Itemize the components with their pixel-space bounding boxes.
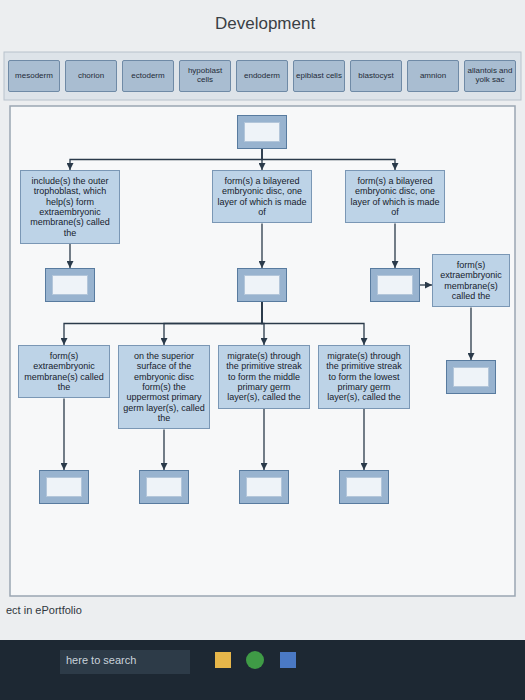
flow-arrow [262,149,395,170]
word-bank-chip: chorion [65,60,117,92]
word-bank-chip: hypoblast cells [179,60,231,92]
flow-arrow [163,429,164,470]
answer-drop-box [139,470,189,504]
answer-drop-box [370,268,420,302]
concept-text: form(s) extraembryonic membrane(s) calle… [23,351,105,392]
term-label: endoderm [244,72,280,81]
concept-box: on the superior surface of the embryonic… [118,345,210,429]
answer-drop-box [237,268,287,302]
word-bank-chip: epiblast cells [293,60,345,92]
flow-arrow [394,223,395,268]
screen-area [0,0,525,640]
concept-text: on the superior surface of the embryonic… [123,351,205,423]
flow-arrow [420,284,432,285]
answer-drop-box [237,115,287,149]
word-bank-panel [4,52,521,100]
flow-arrow [470,307,471,360]
flow-arrow [363,409,364,470]
flow-arrow [262,302,364,345]
concept-box: form(s) a bilayered embryonic disc, one … [345,170,445,223]
concept-text: form(s) extraembryonic membrane(s) calle… [437,260,505,301]
word-bank-chip: endoderm [236,60,288,92]
screen-text: here to search [66,654,136,666]
taskbar-icon [246,651,264,669]
word-bank-chip: blastocyst [350,60,402,92]
page-title: Development [215,14,315,34]
word-bank-chip: amnion [407,60,459,92]
taskbar [0,640,525,700]
concept-box: form(s) extraembryonic membrane(s) calle… [18,345,110,398]
term-label: allantois and yolk sac [467,67,513,85]
taskbar-icon [280,652,296,668]
flow-arrow [164,302,262,345]
word-bank-chip: allantois and yolk sac [464,60,516,92]
search-field [60,650,190,674]
term-label: blastocyst [358,72,394,81]
answer-drop-box [446,360,496,394]
concept-text: include(s) the outer trophoblast, which … [25,176,115,238]
taskbar-icon [215,652,231,668]
term-label: chorion [78,72,104,81]
word-bank-chip: mesoderm [8,60,60,92]
concept-box: include(s) the outer trophoblast, which … [20,170,120,244]
concept-text: migrate(s) through the primitive streak … [323,351,405,403]
word-bank-chip: ectoderm [122,60,174,92]
answer-drop-box [39,470,89,504]
term-label: mesoderm [15,72,53,81]
concept-box: migrate(s) through the primitive streak … [318,345,410,409]
answer-drop-box [45,268,95,302]
concept-text: migrate(s) through the primitive streak … [223,351,305,403]
screen-text: ect in ePortfolio [6,604,82,616]
term-label: hypoblast cells [182,67,228,85]
concept-box: migrate(s) through the primitive streak … [218,345,310,409]
answer-drop-box [339,470,389,504]
concept-box: form(s) a bilayered embryonic disc, one … [212,170,312,223]
flow-arrow [69,244,70,268]
term-label: epiblast cells [296,72,342,81]
concept-text: form(s) a bilayered embryonic disc, one … [350,176,440,217]
flow-arrow [64,302,262,345]
term-label: ectoderm [131,72,164,81]
map-frame [10,106,515,596]
term-label: amnion [420,72,446,81]
flow-arrow [261,223,262,268]
flow-arrow [63,398,64,470]
flow-arrow [70,149,262,170]
answer-drop-box [239,470,289,504]
concept-box: form(s) extraembryonic membrane(s) calle… [432,254,510,307]
concept-text: form(s) a bilayered embryonic disc, one … [217,176,307,217]
flow-arrow [263,409,264,470]
